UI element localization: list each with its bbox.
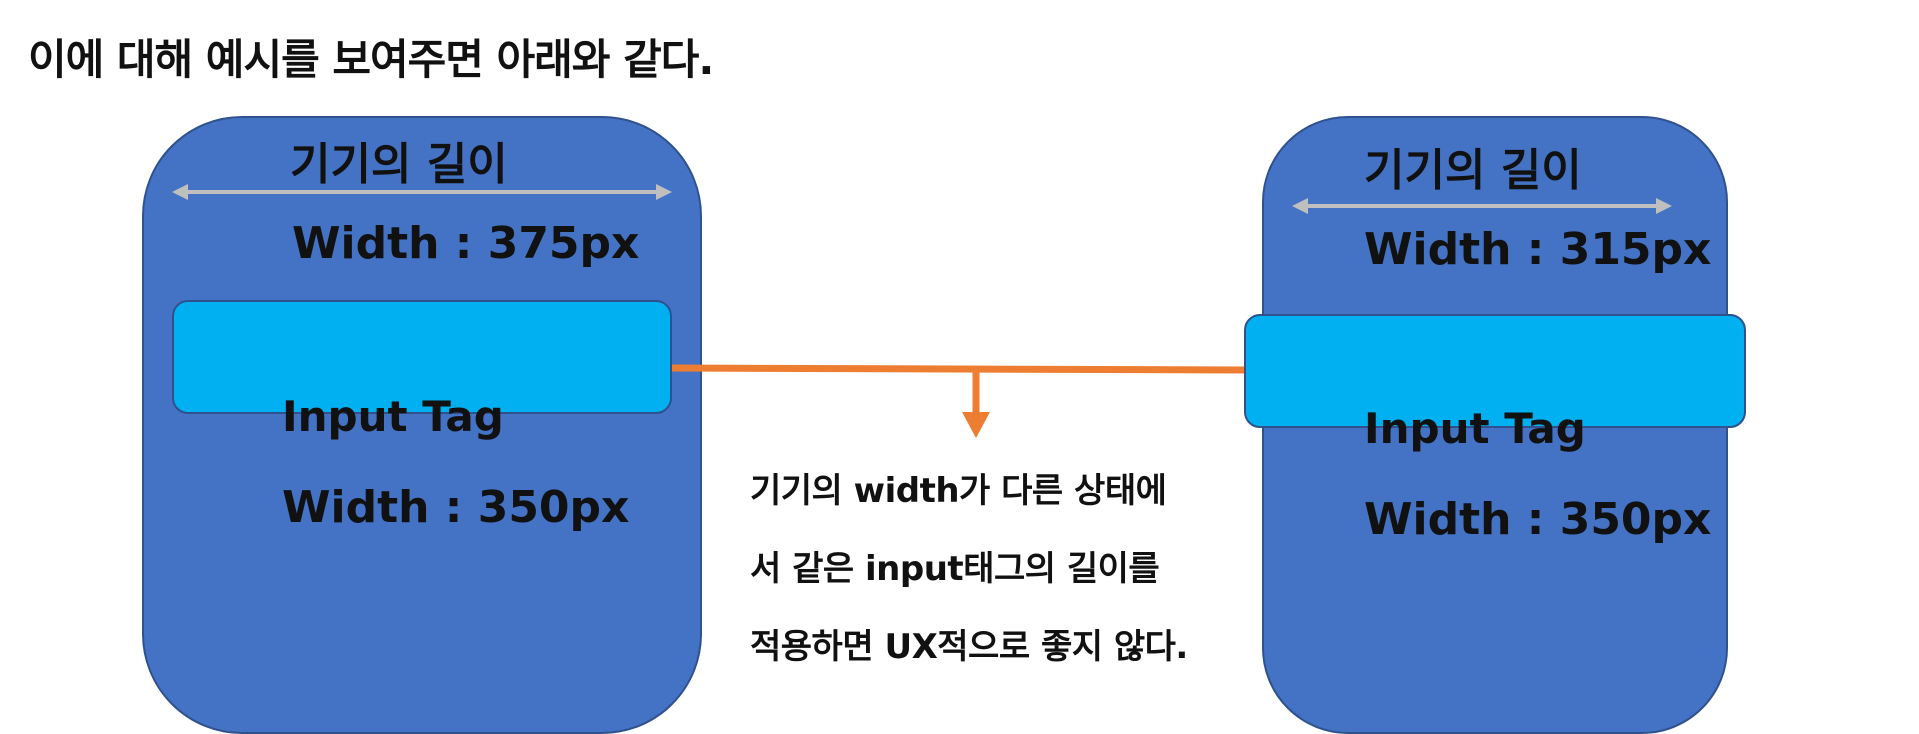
device-left-width-arrow (172, 184, 672, 200)
caption-line: 기기의 width가 다른 상태에 (750, 471, 1167, 511)
device-left (142, 116, 702, 734)
caption-line: 서 같은 input태그의 길이를 (750, 549, 1160, 589)
device-right-length-label: 기기의 길이 (1364, 145, 1582, 196)
device-right-input-width-label: Width : 350px (1364, 494, 1712, 545)
caption-text: 기기의 width가 다른 상태에 서 같은 input태그의 길이를 적용하면… (750, 452, 1188, 686)
page-title: 이에 대해 예시를 보여주면 아래와 같다. (28, 35, 714, 84)
device-left-width-label: Width : 375px (292, 218, 640, 269)
device-left-length-label: 기기의 길이 (290, 139, 508, 190)
device-left-input-tag (172, 300, 672, 414)
device-right-width-arrow (1292, 198, 1672, 214)
caption-line: 적용하면 UX적으로 좋지 않다. (750, 627, 1188, 667)
device-right-input-tag (1244, 314, 1746, 428)
device-right-input-label: Input Tag (1364, 404, 1586, 453)
device-left-input-width-label: Width : 350px (282, 482, 630, 533)
connector-arrow (671, 364, 1245, 438)
device-right-width-label: Width : 315px (1364, 224, 1712, 275)
device-left-input-label: Input Tag (282, 392, 504, 441)
